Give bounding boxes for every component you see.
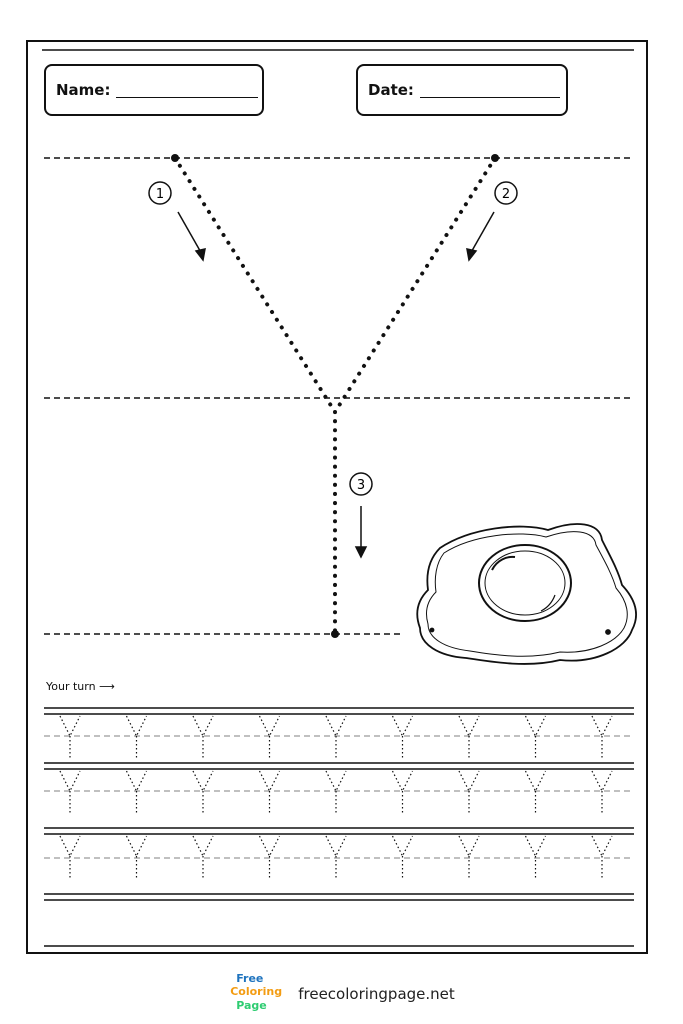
step-marker-2: 2 (494, 181, 518, 205)
trace-stroke-1 (173, 156, 337, 414)
arrow-down-head (354, 546, 368, 559)
tracing-letter-y (391, 770, 414, 815)
date-label: Date: (368, 81, 414, 99)
logo-line2: Coloring (230, 985, 283, 998)
tracing-letter-y (125, 835, 148, 880)
tracing-letter-y (192, 770, 214, 815)
arrow-icons (177, 211, 495, 559)
your-turn-label: Your turn ⟶ (46, 680, 115, 693)
date-field[interactable]: Date: (356, 64, 568, 116)
tracing-letter-y (258, 715, 281, 760)
tracing-letter-y (458, 835, 480, 880)
tracing-letter-y (524, 770, 547, 815)
start-dot-1 (171, 154, 179, 162)
worksheet-frame (26, 40, 648, 954)
tracing-letter-y (591, 770, 613, 815)
arrow-right-icon: ⟶ (99, 680, 115, 693)
step-number-2: 2 (502, 187, 510, 202)
arrow-down-right-icon (177, 211, 204, 257)
name-label: Name: (56, 81, 111, 99)
tracing-letter-y (325, 770, 347, 815)
logo-line3: Page (236, 999, 267, 1012)
start-dot-2 (491, 154, 499, 162)
tracing-letter-y (258, 770, 281, 815)
step-marker-3: 3 (349, 472, 373, 496)
tracing-letter-y (59, 770, 81, 815)
tracing-letter-y (458, 715, 480, 760)
tracing-letter-y (325, 715, 347, 760)
tracing-letter-y (59, 715, 81, 760)
tracing-letter-y (458, 770, 480, 815)
tracing-letter-y (524, 715, 547, 760)
arrow-down-right-head (194, 248, 206, 262)
step-marker-1: 1 (148, 181, 172, 205)
name-write-line[interactable] (116, 83, 259, 98)
site-logo[interactable]: Free Coloring Page (228, 972, 286, 1016)
name-field[interactable]: Name: (44, 64, 264, 116)
tracing-letter-y (125, 770, 148, 815)
trace-stroke-2 (333, 156, 497, 414)
logo-line1: Free (236, 972, 264, 985)
end-dot-3 (331, 630, 339, 638)
tracing-letter-y (59, 835, 81, 880)
date-write-line[interactable] (419, 83, 560, 98)
tracing-letter-y (258, 835, 281, 880)
tracing-letter-y (125, 715, 148, 760)
tracing-letter-y (192, 715, 214, 760)
tracing-letter-y (325, 835, 347, 880)
site-url[interactable]: freecoloringpage.net (298, 985, 455, 1003)
footer: Free Coloring Page freecoloringpage.net (0, 968, 683, 1020)
step-number-3: 3 (357, 478, 365, 493)
fried-egg-icon (416, 523, 637, 665)
step-number-1: 1 (156, 187, 164, 202)
tracing-letter-y (591, 835, 613, 880)
tracing-letter-y (591, 715, 613, 760)
tracing-letter-y (524, 835, 547, 880)
your-turn-text: Your turn (46, 680, 96, 693)
arrow-down-left-icon (468, 211, 495, 257)
tracing-letter-y (391, 835, 414, 880)
tracing-letter-y (192, 835, 214, 880)
arrow-down-left-head (466, 248, 478, 262)
tracing-letter-y (391, 715, 414, 760)
practice-area (44, 707, 634, 947)
